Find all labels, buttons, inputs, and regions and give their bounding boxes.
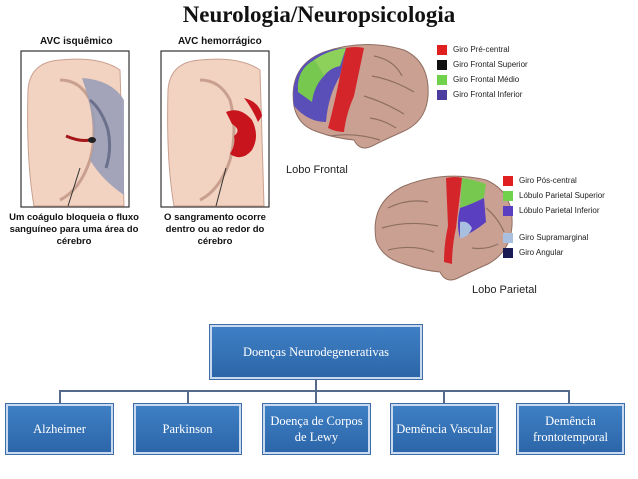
legend-label: Giro Pré-central xyxy=(453,45,510,54)
connector-line xyxy=(59,390,569,392)
connector-line xyxy=(59,390,61,404)
frontal-legend-item: Giro Frontal Inferior xyxy=(437,87,528,102)
page-title: Neurologia/Neuropsicologia xyxy=(182,2,456,27)
parietal-legend-item: Lóbulo Parietal Inferior xyxy=(503,203,605,218)
hemorrhagic-brain-illustration xyxy=(160,50,270,208)
connector-line xyxy=(315,390,317,404)
parietal-lobe-label: Lobo Parietal xyxy=(472,284,537,296)
org-root-node: Doenças Neurodegenerativas xyxy=(210,325,422,379)
legend-swatch xyxy=(437,74,447,85)
avc-ischemic-caption: Um coágulo bloqueia o fluxo sanguíneo pa… xyxy=(9,212,139,247)
legend-swatch xyxy=(503,232,513,243)
connector-line xyxy=(568,390,570,404)
avc-hemorrhagic-caption: O sangramento ocorre dentro ou ao redor … xyxy=(164,212,266,247)
parietal-legend: Giro Pós-central Lóbulo Parietal Superio… xyxy=(503,173,605,260)
frontal-legend-item: Giro Frontal Superior xyxy=(437,57,528,72)
frontal-legend-item: Giro Pré-central xyxy=(437,42,528,57)
frontal-lobe-brain-illustration xyxy=(292,44,429,149)
frontal-lobe-label: Lobo Frontal xyxy=(286,164,348,176)
frontal-legend: Giro Pré-central Giro Frontal Superior G… xyxy=(437,42,528,102)
org-child-node: Alzheimer xyxy=(6,404,113,454)
legend-label: Lóbulo Parietal Superior xyxy=(519,191,605,200)
connector-line xyxy=(187,390,189,404)
frontal-legend-item: Giro Frontal Médio xyxy=(437,72,528,87)
legend-swatch xyxy=(503,247,513,258)
legend-label: Giro Frontal Médio xyxy=(453,75,520,84)
ischemic-brain-illustration xyxy=(20,50,130,208)
avc-ischemic-title: AVC isquêmico xyxy=(40,36,113,47)
org-child-node: Demência frontotemporal xyxy=(517,404,624,454)
legend-label: Giro Angular xyxy=(519,248,564,257)
avc-hemorrhagic-title: AVC hemorrágico xyxy=(178,36,262,47)
parietal-legend-item: Giro Supramarginal xyxy=(503,230,605,245)
connector-line xyxy=(443,390,445,404)
legend-label: Giro Pós-central xyxy=(519,176,577,185)
legend-swatch xyxy=(437,59,447,70)
org-child-node: Demência Vascular xyxy=(391,404,498,454)
legend-swatch xyxy=(437,89,447,100)
org-child-node: Doença de Corpos de Lewy xyxy=(263,404,370,454)
legend-swatch xyxy=(503,190,513,201)
parietal-legend-item: Lóbulo Parietal Superior xyxy=(503,188,605,203)
legend-label: Giro Supramarginal xyxy=(519,233,589,242)
legend-swatch xyxy=(503,205,513,216)
legend-swatch xyxy=(437,44,447,55)
org-child-node: Parkinson xyxy=(134,404,241,454)
parietal-legend-item: Giro Pós-central xyxy=(503,173,605,188)
legend-label: Giro Frontal Superior xyxy=(453,60,528,69)
legend-label: Lóbulo Parietal Inferior xyxy=(519,206,600,215)
parietal-lobe-brain-illustration xyxy=(374,175,513,281)
connector-line xyxy=(315,379,317,391)
legend-swatch xyxy=(503,175,513,186)
parietal-legend-item: Giro Angular xyxy=(503,245,605,260)
legend-label: Giro Frontal Inferior xyxy=(453,90,523,99)
